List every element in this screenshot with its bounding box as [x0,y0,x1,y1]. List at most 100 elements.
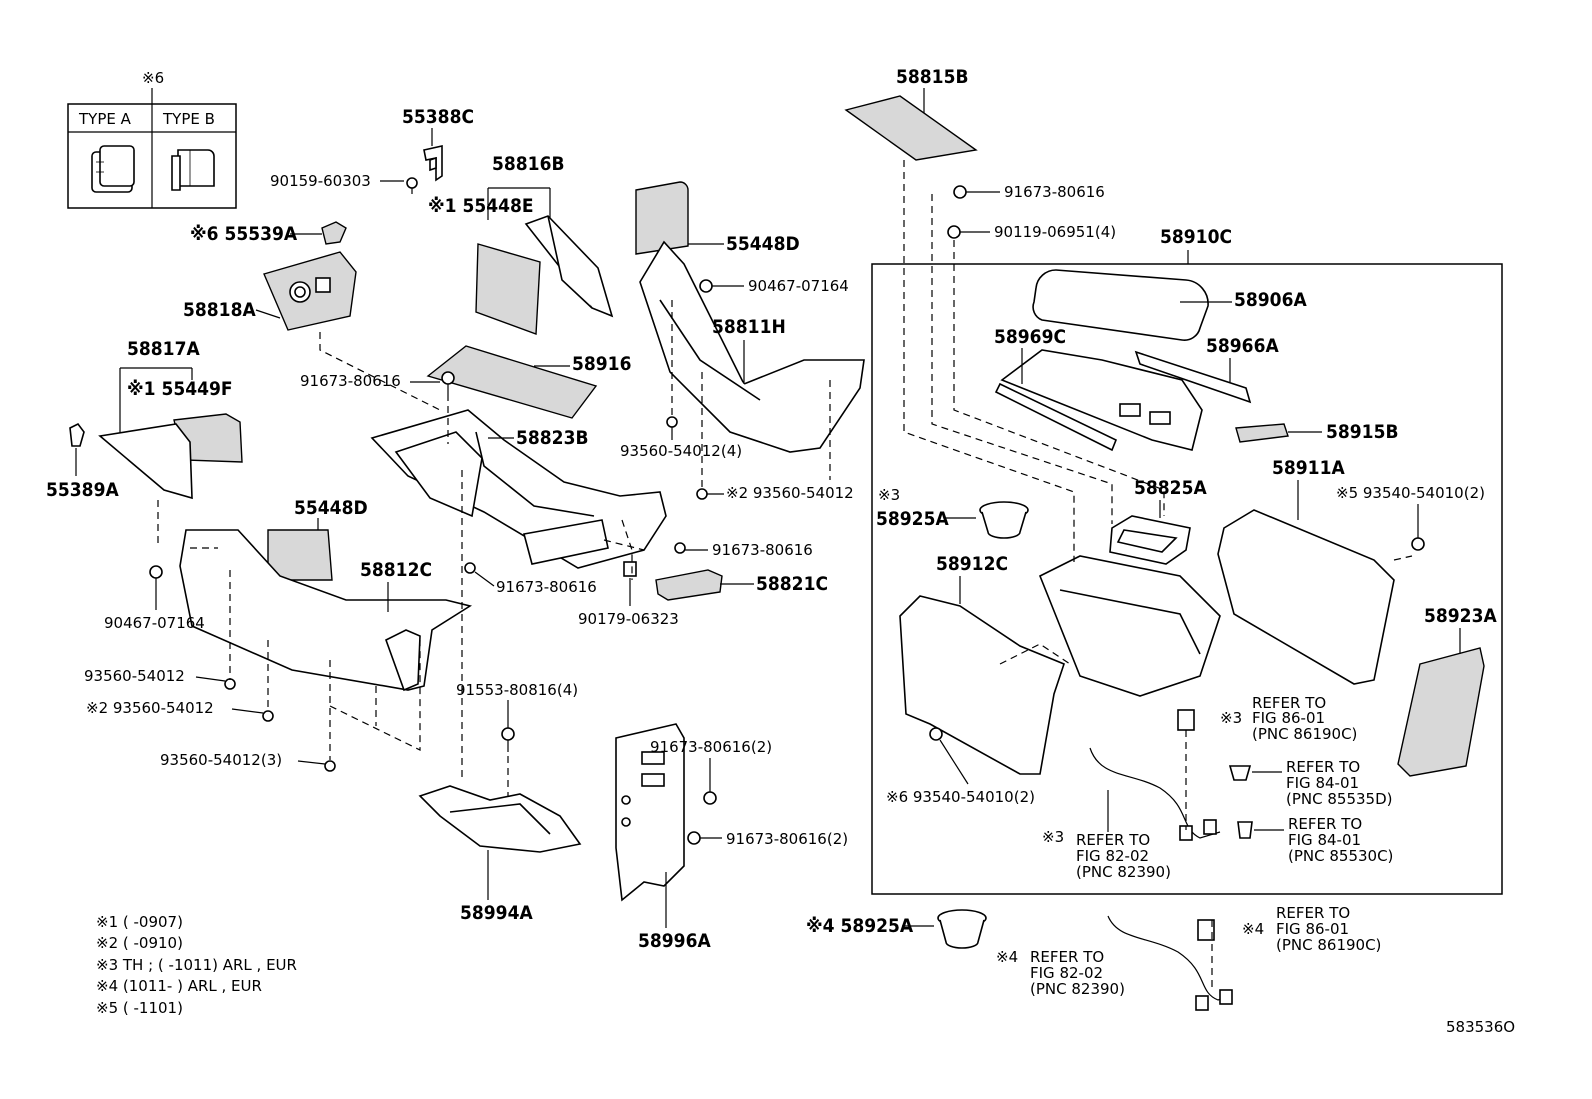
bracket-58994a [418,785,582,853]
part-label-91673-80616-a: 91673-80616 [300,372,401,390]
part-label-55448e: ※1 55448E [428,195,534,217]
pad-58815b [844,95,978,161]
ref-6-line1: REFER TO [1030,948,1104,966]
panel-58812c [179,529,473,692]
part-label-90179-06323: 90179-06323 [578,610,679,628]
footnotes: ※1 ( -0907) ※2 ( -0910) ※3 TH ; ( -1011)… [96,913,297,1017]
part-label-58812c: 58812C [360,559,432,581]
panel-58911a [1217,509,1395,685]
part-label-55539a: ※6 55539A [190,223,298,245]
part-label-93560-54012-x2a: ※2 93560-54012 [726,484,854,502]
nut-90179-06323 [623,561,637,577]
part-label-90467-07164-b: 90467-07164 [104,614,205,632]
cover-58915b [1235,423,1289,443]
part-label-91673-80616-2a: 91673-80616(2) [650,738,772,756]
switch-type-a-icon [91,145,135,193]
ref-4-mark: ※3 [1042,828,1064,846]
screw-91673-80616-d [953,185,967,199]
screw-93560-54012-x2a [696,488,708,500]
note-5: ※5 ( -1101) [96,999,183,1017]
part-label-58818a: 58818A [183,299,256,321]
part-label-58916: 58916 [572,353,631,375]
note-2: ※2 ( -0910) [96,934,183,952]
part-label-58906a: 58906A [1234,289,1307,311]
type-b-label: TYPE B [162,110,215,128]
part-label-55388c: 55388C [402,106,474,128]
ref-2-line1: REFER TO [1286,758,1360,776]
panel-58811h [639,240,865,453]
ref-1-mark: ※3 [1220,709,1242,727]
note-4: ※4 (1011- ) ARL , EUR [96,977,262,995]
ref-4-line3: (PNC 82390) [1076,863,1171,881]
connector-86190c [1177,709,1195,731]
part-label-58910c: 58910C [1160,226,1232,248]
part-label-58996a: 58996A [638,930,711,952]
panel-55448d-a [635,181,689,255]
trim-58966a [1134,350,1252,404]
ref-3-line3: (PNC 85530C) [1288,847,1393,865]
screw-93560-54012-x2b [262,710,274,722]
part-label-93560-54012-3: 93560-54012(3) [160,751,282,769]
ref-group-2: REFER TO FIG 84-01 (PNC 85535D) [1252,758,1392,808]
ref-5-line1: REFER TO [1276,904,1350,922]
part-label-58925a-x4: ※4 58925A [806,915,914,937]
screw-91673-80616-2a [703,791,717,805]
ref-6-line3: (PNC 82390) [1030,980,1125,998]
part-label-91673-80616-2b: 91673-80616(2) [726,830,848,848]
mark-58925a-x3: ※3 [878,486,900,504]
pad-58916 [426,345,598,419]
part-label-91673-80616-b: 91673-80616 [712,541,813,559]
screw-91673-80616-a [441,371,455,394]
screw-93560-54012-b [224,678,236,690]
part-label-58823b: 58823B [516,427,589,449]
screw-93540-54010-x5 [1411,537,1425,551]
screw-93560-54012-3 [324,760,336,772]
part-label-93560-54012-x2b: ※2 93560-54012 [86,699,214,717]
cover-58821c [655,569,723,601]
type-a-label: TYPE A [78,110,132,128]
ref-1-line1: REFER TO [1252,694,1326,712]
ref-2-line2: FIG 84-01 [1286,774,1359,792]
part-label-55449f: ※1 55449F [127,378,233,400]
part-label-58825a: 58825A [1134,477,1207,499]
type-table-note: ※6 [142,69,164,87]
part-label-90159-60303: 90159-60303 [270,172,371,190]
part-label-91673-80616-d: 91673-80616 [1004,183,1105,201]
part-label-58915b: 58915B [1326,421,1399,443]
part-label-55448d-b: 55448D [294,497,368,519]
screw-90119-06951-4 [947,225,961,239]
ref-5-line2: FIG 86-01 [1276,920,1349,938]
connector-85530c [1237,821,1253,839]
part-label-58811h: 58811H [712,316,786,338]
ref-group-5: ※4 REFER TO FIG 86-01 (PNC 86190C) [1242,904,1381,954]
ref-2-line3: (PNC 85535D) [1286,790,1392,808]
clip-55389a [69,422,85,447]
box-frame [1038,555,1221,697]
clip-90467-07164-b [149,565,163,579]
screw-91673-80616-b [674,542,686,554]
ref-1-line3: (PNC 86190C) [1252,725,1357,743]
ref-3-line1: REFER TO [1288,815,1362,833]
ref-1-line2: FIG 86-01 [1252,709,1325,727]
ref-3-line2: FIG 84-01 [1288,831,1361,849]
switch-type-b-icon [171,149,215,191]
figure-id: 583536O [1446,1018,1515,1036]
connector-85535d [1228,765,1252,781]
ref-6-mark: ※4 [996,948,1018,966]
part-label-93560-54012-b: 93560-54012 [84,667,185,685]
part-label-58912c: 58912C [936,553,1008,575]
cup-58925a-x4 [937,909,987,949]
ref-4-line2: FIG 82-02 [1076,847,1149,865]
tray-58825a [1109,515,1191,565]
ref-group-1: ※3 REFER TO FIG 86-01 (PNC 86190C) [1220,694,1357,743]
part-label-55448d-a: 55448D [726,233,800,255]
screw-93560-54012-4 [666,416,678,440]
type-table: ※6 TYPE A TYPE B [67,69,237,209]
clip-55539a [321,221,347,245]
ref-5-line3: (PNC 86190C) [1276,936,1381,954]
switch-panel-58818a [263,251,357,331]
armrest-58906a [1032,269,1209,341]
ref-5-mark: ※4 [1242,920,1264,938]
bracket-58996a [615,723,685,902]
